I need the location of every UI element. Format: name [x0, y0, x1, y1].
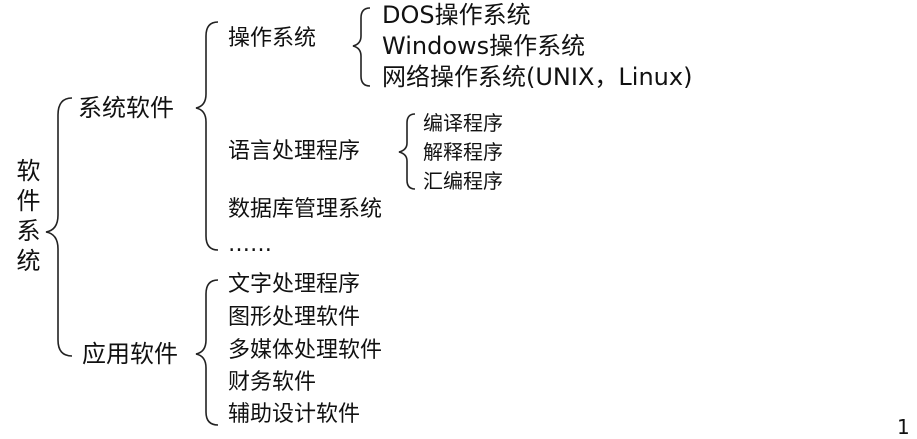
root-brace: [45, 97, 73, 357]
node-graphics: 图形处理软件: [228, 305, 361, 330]
node-text-processing: 文字处理程序: [228, 272, 361, 297]
leaf-network-os: 网络操作系统(UNIX，Linux): [382, 63, 693, 91]
leaf-compiler: 编译程序: [423, 111, 503, 135]
leaf-interpreter: 解释程序: [423, 140, 503, 164]
language-brace: [398, 113, 416, 190]
os-brace: [352, 7, 371, 87]
application-software-brace: [195, 279, 219, 426]
node-operating-system: 操作系统: [228, 26, 317, 51]
leaf-windows: Windows操作系统: [382, 32, 586, 60]
node-finance: 财务软件: [228, 370, 317, 395]
node-ellipsis: ……: [228, 232, 272, 257]
leaf-assembler: 汇编程序: [423, 169, 503, 193]
node-multimedia: 多媒体处理软件: [228, 338, 383, 363]
node-language-processor: 语言处理程序: [228, 139, 361, 164]
root-label: 软件系统: [12, 158, 40, 278]
branch-application-software: 应用软件: [82, 340, 178, 368]
node-dbms: 数据库管理系统: [228, 197, 383, 222]
page-number: 1: [897, 415, 910, 439]
node-cad: 辅助设计软件: [228, 402, 361, 427]
system-software-brace: [195, 21, 219, 251]
branch-system-software: 系统软件: [78, 94, 174, 122]
leaf-dos: DOS操作系统: [382, 1, 531, 29]
